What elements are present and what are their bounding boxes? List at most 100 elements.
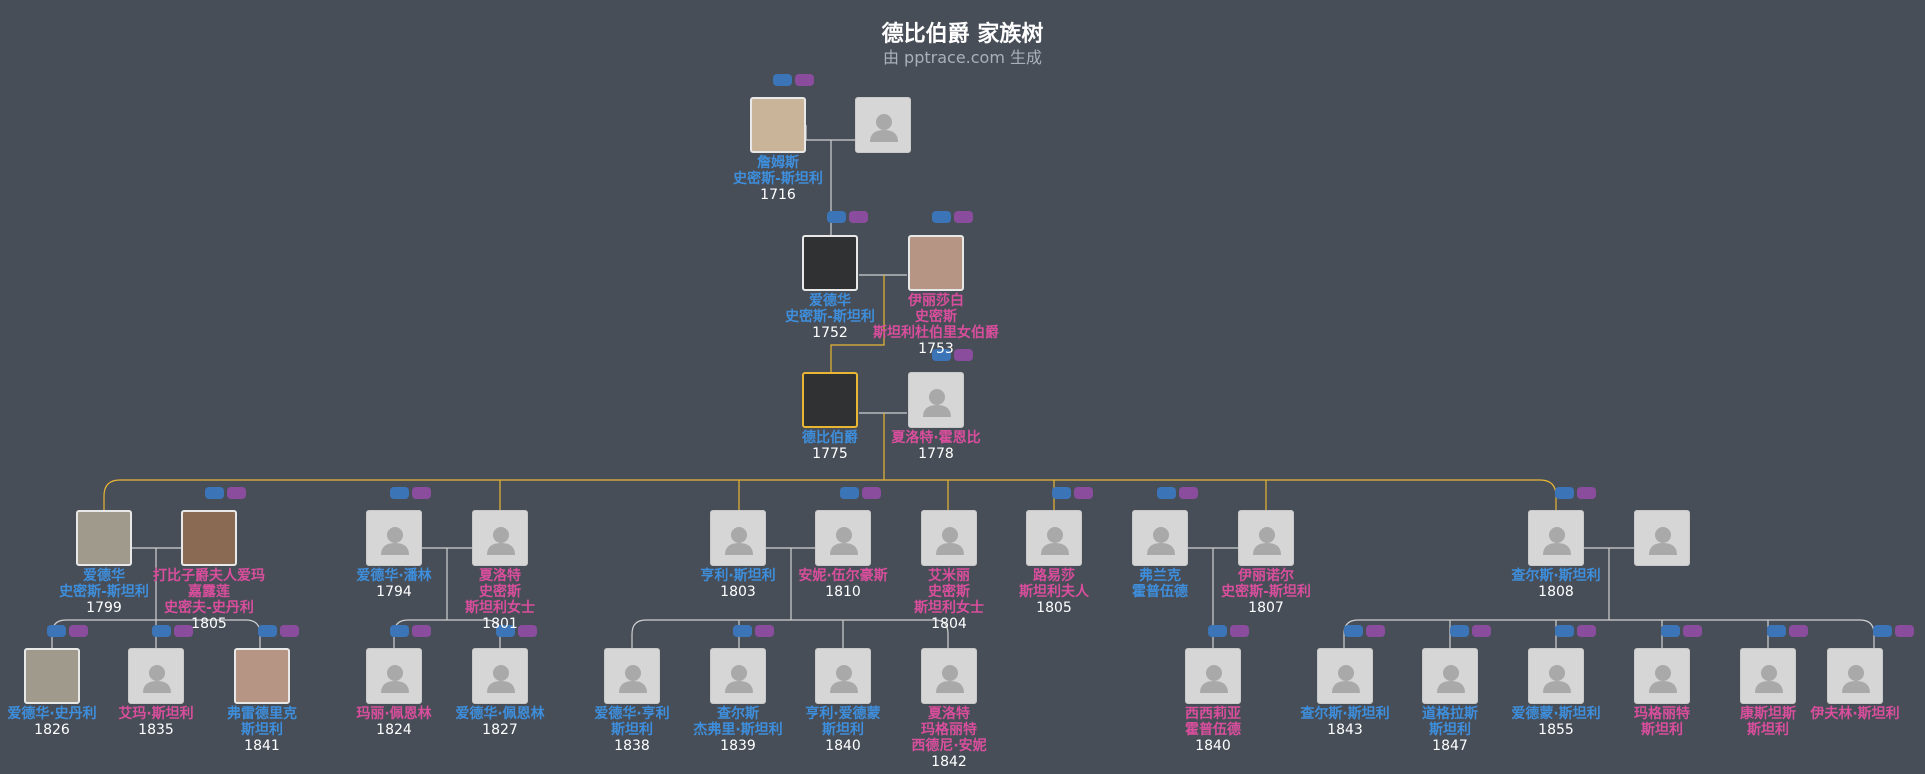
tag-pair[interactable] — [1555, 487, 1596, 499]
tag-pair[interactable] — [840, 487, 881, 499]
person-node-emma[interactable]: 打比子爵夫人爱玛 嘉露莲 史密夫-史丹利 1805 — [139, 510, 279, 632]
tag-purple[interactable] — [227, 487, 246, 499]
tag-pair[interactable] — [205, 487, 246, 499]
person-node-mary[interactable]: 玛丽·佩恩林 1824 — [324, 648, 464, 738]
person-node-charles-1843[interactable]: 查尔斯·斯坦利 1843 — [1275, 648, 1415, 738]
tag-blue[interactable] — [152, 625, 171, 637]
tag-pair[interactable] — [932, 211, 973, 223]
tag-blue[interactable] — [827, 211, 846, 223]
person-node-edmund[interactable]: 爱德蒙·斯坦利 1855 — [1486, 648, 1626, 738]
tag-blue[interactable] — [390, 487, 409, 499]
person-node-charlotte-1801[interactable]: 夏洛特 史密斯 斯坦利女士 1801 — [430, 510, 570, 632]
person-node-charlotte[interactable]: 夏洛特·霍恩比 1778 — [866, 372, 1006, 462]
tag-purple[interactable] — [755, 625, 774, 637]
person-node-henry-1840[interactable]: 亨利·爱德蒙 斯坦利 1840 — [773, 648, 913, 754]
person-node-james[interactable]: 詹姆斯 史密斯-斯坦利 1716 — [708, 97, 848, 203]
tag-pair[interactable] — [258, 625, 299, 637]
tag-pair[interactable] — [733, 625, 774, 637]
person-node-edward-1799[interactable]: 爱德华 史密斯-斯坦利 1799 — [34, 510, 174, 616]
tag-blue[interactable] — [1450, 625, 1469, 637]
tag-purple[interactable] — [1683, 625, 1702, 637]
tag-pair[interactable] — [1157, 487, 1198, 499]
tag-pair[interactable] — [1344, 625, 1385, 637]
person-node-emily[interactable]: 艾米丽 史密斯 斯坦利女士 1804 — [879, 510, 1019, 632]
tag-purple[interactable] — [862, 487, 881, 499]
tag-purple[interactable] — [1895, 625, 1914, 637]
tag-purple[interactable] — [795, 74, 814, 86]
tag-pair[interactable] — [1450, 625, 1491, 637]
tag-blue[interactable] — [1555, 487, 1574, 499]
person-node-frederick[interactable]: 弗雷德里克 斯坦利 1841 — [192, 648, 332, 754]
person-node-margaret[interactable]: 玛格丽特 斯坦利 — [1592, 648, 1732, 738]
tag-pair[interactable] — [47, 625, 88, 637]
person-node-charles-1808[interactable]: 查尔斯·斯坦利 1808 — [1486, 510, 1626, 600]
tag-blue[interactable] — [1157, 487, 1176, 499]
person-node-henry-1803[interactable]: 亨利·斯坦利 1803 — [668, 510, 808, 600]
tag-blue[interactable] — [1661, 625, 1680, 637]
tag-blue[interactable] — [1052, 487, 1071, 499]
person-node-charles-1839[interactable]: 查尔斯 杰弗里·斯坦利 1839 — [668, 648, 808, 754]
person-node-frank[interactable]: 弗兰克 霍普伍德 — [1090, 510, 1230, 600]
tag-blue[interactable] — [840, 487, 859, 499]
tag-blue[interactable] — [733, 625, 752, 637]
tag-pair[interactable] — [827, 211, 868, 223]
tag-pair[interactable] — [1661, 625, 1702, 637]
person-node-earl[interactable]: 德比伯爵 1775 — [760, 372, 900, 462]
tag-purple[interactable] — [1230, 625, 1249, 637]
tag-blue[interactable] — [47, 625, 66, 637]
tag-purple[interactable] — [69, 625, 88, 637]
tag-purple[interactable] — [954, 349, 973, 361]
person-node-charles-spouse[interactable] — [1592, 510, 1732, 566]
tag-purple[interactable] — [1789, 625, 1808, 637]
tag-blue[interactable] — [932, 349, 951, 361]
tag-purple[interactable] — [1577, 625, 1596, 637]
person-node-emma-1835[interactable]: 艾玛·斯坦利 1835 — [86, 648, 226, 738]
tag-purple[interactable] — [412, 625, 431, 637]
tag-blue[interactable] — [390, 625, 409, 637]
tag-blue[interactable] — [773, 74, 792, 86]
tag-blue[interactable] — [205, 487, 224, 499]
tag-purple[interactable] — [954, 211, 973, 223]
tag-purple[interactable] — [518, 625, 537, 637]
tag-blue[interactable] — [1555, 625, 1574, 637]
tag-blue[interactable] — [1208, 625, 1227, 637]
tag-pair[interactable] — [1767, 625, 1808, 637]
person-node-charlotte-1842[interactable]: 夏洛特 玛格丽特 西德尼·安妮 1842 — [879, 648, 1019, 770]
tag-purple[interactable] — [1472, 625, 1491, 637]
person-node-edward-1838[interactable]: 爱德华·亨利 斯坦利 1838 — [562, 648, 702, 754]
person-node-eleanor[interactable]: 伊丽诺尔 史密斯-斯坦利 1807 — [1196, 510, 1336, 616]
person-node-evelyn[interactable]: 伊夫林·斯坦利 — [1785, 648, 1925, 722]
person-node-constance[interactable]: 康斯坦斯 斯坦利 — [1698, 648, 1838, 738]
tag-purple[interactable] — [280, 625, 299, 637]
tag-pair[interactable] — [1873, 625, 1914, 637]
tag-blue[interactable] — [258, 625, 277, 637]
tag-purple[interactable] — [1074, 487, 1093, 499]
tag-purple[interactable] — [1179, 487, 1198, 499]
person-node-edward-stanley-1826[interactable]: 爱德华·史丹利 1826 — [0, 648, 122, 738]
person-node-edward-penrhyn-1827[interactable]: 爱德华·佩恩林 1827 — [430, 648, 570, 738]
tag-pair[interactable] — [773, 74, 814, 86]
tag-pair[interactable] — [390, 625, 431, 637]
tag-purple[interactable] — [174, 625, 193, 637]
tag-purple[interactable] — [849, 211, 868, 223]
tag-pair[interactable] — [1208, 625, 1249, 637]
person-node-edward-penrhyn[interactable]: 爱德华·潘林 1794 — [324, 510, 464, 600]
person-node-edward-1752[interactable]: 爱德华 史密斯-斯坦利 1752 — [760, 235, 900, 341]
tag-blue[interactable] — [1873, 625, 1892, 637]
tag-blue[interactable] — [1344, 625, 1363, 637]
tag-pair[interactable] — [932, 349, 973, 361]
person-node-james-spouse[interactable] — [813, 97, 953, 153]
tag-pair[interactable] — [152, 625, 193, 637]
person-node-cecilia[interactable]: 西西莉亚 霍普伍德 1840 — [1143, 648, 1283, 754]
tag-pair[interactable] — [1555, 625, 1596, 637]
tag-purple[interactable] — [1577, 487, 1596, 499]
person-node-louisa[interactable]: 路易莎 斯坦利夫人 1805 — [984, 510, 1124, 616]
person-node-anne[interactable]: 安妮·伍尔豪斯 1810 — [773, 510, 913, 600]
tag-pair[interactable] — [390, 487, 431, 499]
tag-pair[interactable] — [1052, 487, 1093, 499]
tag-pair[interactable] — [496, 625, 537, 637]
tag-blue[interactable] — [1767, 625, 1786, 637]
person-node-elizabeth[interactable]: 伊丽莎白 史密斯 斯坦利杜伯里女伯爵 1753 — [866, 235, 1006, 357]
tag-blue[interactable] — [932, 211, 951, 223]
tag-blue[interactable] — [496, 625, 515, 637]
